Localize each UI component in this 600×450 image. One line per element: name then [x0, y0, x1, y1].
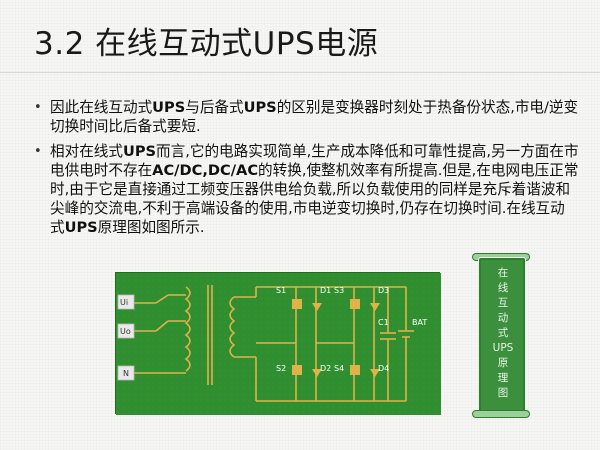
bullet-dot-icon: •	[34, 100, 42, 115]
bullet-item-2: • 相对在线式UPS而言,它的电路实现简单,生产成本降低和可靠性提高,另一方面在…	[34, 142, 579, 237]
switch-s3-label: S3	[334, 286, 344, 295]
circuit-schematic: Ui Uo N S1 S2 S3 S4 D1 D2 D3 D4 C1 BAT	[116, 273, 441, 415]
switch-s1-label: S1	[276, 286, 286, 295]
capacitor-c1-label: C1	[378, 318, 389, 327]
slide-title: 3.2 在线互动式UPS电源	[34, 26, 379, 62]
bullet-list: • 因此在线互动式UPS与后备式UPS的区别是变换器时刻处于热备份状态,市电/逆…	[34, 98, 579, 243]
bullet-2-text-c: 的转换,使整机效率有所提高.但是,在电网电压正常时,由于它是直接通过工频变压器供…	[50, 162, 579, 236]
battery-label: BAT	[412, 318, 427, 327]
scroll-char: 在	[497, 267, 509, 279]
switch-s2-label: S2	[276, 364, 286, 373]
bullet-2-bold-b: AC/DC,DC/AC	[152, 162, 259, 179]
bullet-1-text-b: 与后备式	[185, 99, 244, 116]
title-divider	[0, 72, 600, 73]
ups-circuit-diagram: Ui Uo N S1 S2 S3 S4 D1 D2 D3 D4 C1 BAT	[115, 272, 441, 415]
bullet-2-text-a: 相对在线式	[50, 143, 123, 160]
bullet-2-bold-a: UPS	[122, 143, 157, 160]
scroll-char: UPS	[492, 342, 514, 354]
bullet-2-text-d: 原理图如图所示.	[97, 219, 205, 236]
bullet-1-bold-b: UPS	[243, 99, 277, 116]
scroll-char: 原	[497, 357, 509, 369]
bullet-2-text-b: 而言,它的电路实现简单,生产成本降低和可靠性提高,另一方面在市电供电时不存在	[50, 143, 579, 179]
bullet-1-text-c: 的区别是变换器时刻处于热备份状态,市电/逆变切换时间比后备式要短.	[50, 99, 579, 135]
scroll-char: 图	[497, 387, 509, 399]
bullet-1-bold-a: UPS	[152, 99, 186, 116]
scroll-caption: 在 线 互 动 式 UPS 原 理 图	[479, 266, 527, 401]
diode-d4-label: D4	[378, 364, 389, 373]
diode-d1-label: D1	[320, 286, 331, 295]
terminal-ui-label: Ui	[120, 298, 128, 307]
bullet-dot-icon: •	[34, 144, 42, 159]
scroll-char: 式	[497, 327, 509, 339]
scroll-char: 线	[497, 282, 509, 294]
scroll-char: 互	[497, 297, 509, 309]
diode-d2-label: D2	[320, 364, 331, 373]
terminal-uo-label: Uo	[120, 327, 131, 336]
caption-scroll: 在 线 互 动 式 UPS 原 理 图	[470, 253, 530, 418]
diode-d3-label: D3	[378, 286, 389, 295]
scroll-bottom-roll	[472, 410, 530, 418]
terminal-n-label: N	[123, 369, 129, 378]
switch-s4-label: S4	[334, 364, 344, 373]
scroll-body: 在 线 互 动 式 UPS 原 理 图	[478, 257, 526, 413]
scroll-char: 动	[497, 312, 509, 324]
scroll-char: 理	[497, 372, 509, 384]
bullet-2-bold-c: UPS	[64, 219, 98, 236]
bullet-item-1: • 因此在线互动式UPS与后备式UPS的区别是变换器时刻处于热备份状态,市电/逆…	[34, 98, 579, 136]
bullet-1-text-a: 因此在线互动式	[50, 99, 153, 116]
